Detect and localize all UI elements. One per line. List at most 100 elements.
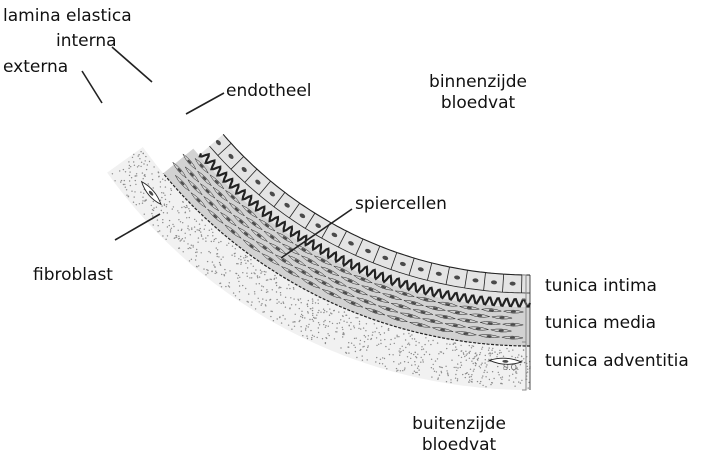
stipple-dot xyxy=(351,343,352,344)
stipple-dot xyxy=(320,312,321,313)
stipple-dot xyxy=(301,311,302,312)
stipple-dot xyxy=(232,246,233,247)
stipple-dot xyxy=(471,347,472,348)
stipple-dot xyxy=(354,327,355,328)
stipple-dot xyxy=(199,224,200,225)
stipple-dot xyxy=(307,306,308,307)
stipple-dot xyxy=(521,360,522,361)
stipple-dot xyxy=(183,202,184,203)
stipple-dot xyxy=(315,317,316,318)
leader-interna xyxy=(112,47,152,82)
stipple-dot xyxy=(253,266,254,267)
stipple-dot xyxy=(475,363,476,364)
stipple-dot xyxy=(201,252,202,253)
stipple-dot xyxy=(160,186,161,187)
stipple-dot xyxy=(475,353,476,354)
stipple-dot xyxy=(149,161,150,162)
stipple-dot xyxy=(413,354,414,355)
stipple-dot xyxy=(461,365,462,366)
stipple-dot xyxy=(143,153,144,154)
stipple-dot xyxy=(481,363,482,364)
stipple-dot xyxy=(355,347,356,348)
stipple-dot xyxy=(188,248,189,249)
stipple-dot xyxy=(344,311,345,312)
stipple-dot xyxy=(153,187,154,188)
stipple-dot xyxy=(129,180,130,181)
stipple-dot xyxy=(272,289,273,290)
stipple-dot xyxy=(273,320,274,321)
stipple-dot xyxy=(214,239,215,240)
stipple-dot xyxy=(173,206,174,207)
stipple-dot xyxy=(319,324,320,325)
stipple-dot xyxy=(276,291,277,292)
stipple-dot xyxy=(343,332,344,333)
stipple-dot xyxy=(501,379,502,380)
stipple-dot xyxy=(308,326,309,327)
stipple-dot xyxy=(169,201,170,202)
stipple-dot xyxy=(472,345,473,346)
stipple-dot xyxy=(151,205,152,206)
stipple-dot xyxy=(162,219,163,220)
stipple-dot xyxy=(173,226,174,227)
stipple-dot xyxy=(299,308,300,309)
stipple-dot xyxy=(178,230,179,231)
stipple-dot xyxy=(483,372,484,373)
stipple-dot xyxy=(123,184,124,185)
stipple-dot xyxy=(133,154,134,155)
stipple-dot xyxy=(181,207,182,208)
stipple-dot xyxy=(404,367,405,368)
stipple-dot xyxy=(434,371,435,372)
stipple-dot xyxy=(508,379,509,380)
stipple-dot xyxy=(307,311,308,312)
stipple-dot xyxy=(138,165,139,166)
stipple-dot xyxy=(348,347,349,348)
stipple-dot xyxy=(206,269,207,270)
stipple-dot xyxy=(204,229,205,230)
stipple-dot xyxy=(295,304,296,305)
stipple-dot xyxy=(140,151,141,152)
stipple-dot xyxy=(266,289,267,290)
stipple-dot xyxy=(166,204,167,205)
stipple-dot xyxy=(521,380,522,381)
stipple-dot xyxy=(364,335,365,336)
stipple-dot xyxy=(368,345,369,346)
stipple-dot xyxy=(162,235,163,236)
stipple-dot xyxy=(216,272,217,273)
stipple-dot xyxy=(164,204,165,205)
stipple-dot xyxy=(376,357,377,358)
stipple-dot xyxy=(185,237,186,238)
label-fibroblast: fibroblast xyxy=(33,265,113,286)
stipple-dot xyxy=(314,336,315,337)
stipple-dot xyxy=(437,342,438,343)
stipple-dot xyxy=(308,300,309,301)
stipple-dot xyxy=(446,348,447,349)
stipple-dot xyxy=(392,354,393,355)
stipple-dot xyxy=(270,316,271,317)
stipple-dot xyxy=(153,166,154,167)
stipple-dot xyxy=(477,359,478,360)
stipple-dot xyxy=(408,343,409,344)
stipple-dot xyxy=(246,273,247,274)
stipple-dot xyxy=(191,245,192,246)
label-binnenzijde-line1: binnenzijde xyxy=(428,72,528,93)
stipple-dot xyxy=(323,324,324,325)
stipple-dot xyxy=(517,357,518,358)
stipple-dot xyxy=(342,329,343,330)
stipple-dot xyxy=(407,356,408,357)
stipple-dot xyxy=(307,303,308,304)
stipple-dot xyxy=(354,338,355,339)
stipple-dot xyxy=(136,173,137,174)
stipple-dot xyxy=(325,325,326,326)
stipple-dot xyxy=(171,190,172,191)
stipple-dot xyxy=(448,375,449,376)
stipple-dot xyxy=(238,275,239,276)
stipple-dot xyxy=(390,339,391,340)
stipple-dot xyxy=(515,377,516,378)
stipple-dot xyxy=(452,350,453,351)
stipple-dot xyxy=(333,310,334,311)
stipple-dot xyxy=(197,229,198,230)
stipple-dot xyxy=(481,348,482,349)
stipple-dot xyxy=(300,326,301,327)
stipple-dot xyxy=(171,228,172,229)
stipple-dot xyxy=(288,284,289,285)
